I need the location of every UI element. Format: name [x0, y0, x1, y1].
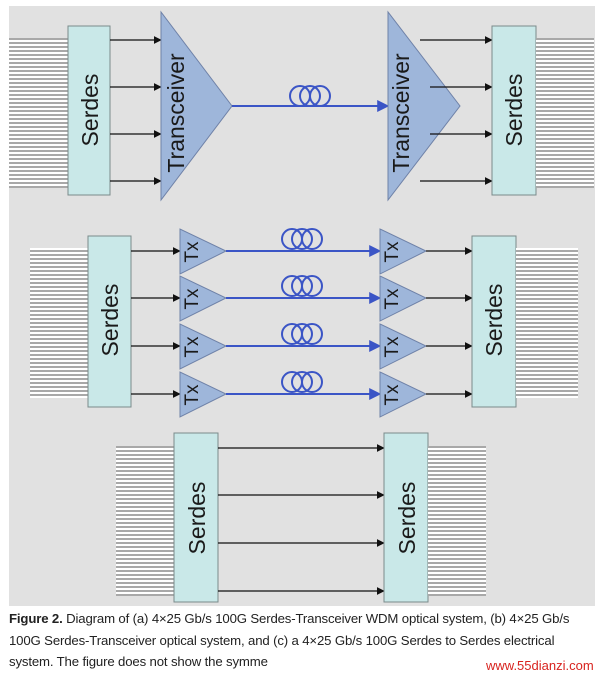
tx-left-group: Tx Tx Tx Tx	[179, 228, 228, 418]
fiber-coil-icon	[281, 371, 323, 393]
tx-right-group: Tx Tx Tx Tx	[379, 228, 428, 418]
diagram-a: Serdes Transceiver Transceiver Serdes	[9, 10, 594, 202]
fiber-group	[226, 245, 382, 400]
serdes-label: Serdes	[77, 74, 103, 147]
serdes-box	[471, 235, 517, 408]
serdes-label: Serdes	[394, 482, 420, 555]
fiber-coil-icon	[289, 85, 331, 107]
serdes-box	[383, 432, 429, 603]
tx-label: Tx	[382, 384, 403, 406]
caption-text: Diagram of (a) 4×25 Gb/s 100G Serdes-Tra…	[9, 611, 570, 669]
tx-label: Tx	[382, 241, 403, 263]
tx-triangle	[179, 323, 228, 370]
serdes-box	[67, 25, 111, 196]
transceiver-label: Transceiver	[388, 53, 414, 173]
diagram-canvas: Serdes Transceiver Transceiver Serdes	[9, 10, 594, 603]
serdes-box	[173, 432, 219, 603]
diagram-b: Serdes Tx Tx Tx Tx	[30, 228, 578, 418]
serdes-label: Serdes	[184, 482, 210, 555]
bus-stripes	[516, 248, 578, 398]
fiber-coil-icon	[281, 323, 323, 345]
serdes-label: Serdes	[501, 74, 527, 147]
tx-triangle	[179, 228, 228, 275]
serdes-box	[87, 235, 132, 408]
wire-group	[426, 247, 473, 398]
tx-triangle	[379, 371, 428, 418]
figure-caption: Figure 2. Diagram of (a) 4×25 Gb/s 100G …	[9, 608, 595, 673]
tx-label: Tx	[182, 384, 203, 406]
serdes-label: Serdes	[481, 284, 507, 357]
tx-triangle	[379, 275, 428, 322]
wire-group	[131, 247, 181, 398]
bus-stripes	[30, 248, 88, 398]
wire-group	[218, 444, 385, 595]
diagram-c: Serdes Serdes	[116, 432, 486, 603]
bus-stripes	[116, 446, 174, 596]
wire-group	[110, 36, 162, 185]
tx-triangle	[379, 228, 428, 275]
tx-triangle	[179, 275, 228, 322]
transceiver-label: Transceiver	[163, 53, 189, 173]
transceiver-triangle	[160, 10, 233, 202]
transceiver-triangle	[387, 10, 461, 202]
tx-label: Tx	[382, 336, 403, 358]
tx-triangle	[179, 371, 228, 418]
fiber-coil-icon	[281, 228, 323, 250]
tx-label: Tx	[182, 241, 203, 263]
tx-label: Tx	[182, 288, 203, 310]
tx-label: Tx	[182, 336, 203, 358]
serdes-label: Serdes	[97, 284, 123, 357]
caption-label: Figure 2.	[9, 611, 63, 626]
fiber-coil-icon	[281, 275, 323, 297]
bus-stripes	[428, 446, 486, 596]
tx-triangle	[379, 323, 428, 370]
tx-label: Tx	[382, 288, 403, 310]
bus-stripes	[536, 38, 594, 188]
watermark: www.55dianzi.com	[484, 658, 596, 673]
serdes-box	[491, 25, 537, 196]
bus-stripes	[9, 38, 69, 188]
wire-group	[420, 36, 493, 185]
